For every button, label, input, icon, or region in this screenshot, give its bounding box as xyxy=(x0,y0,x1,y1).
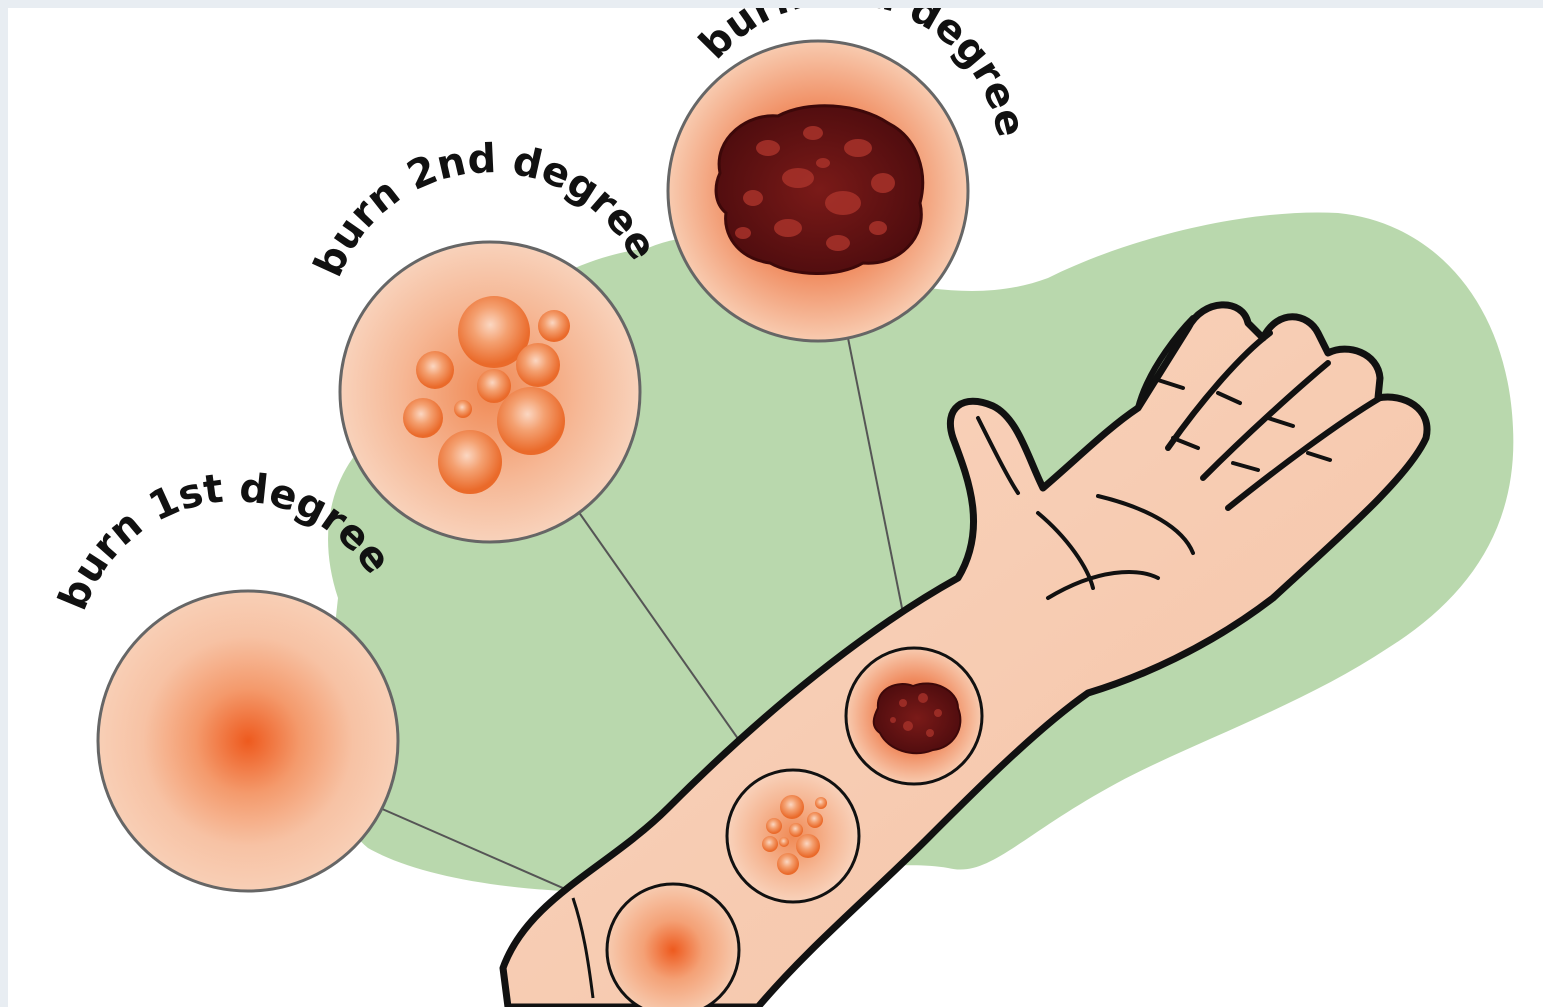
illustration-canvas: burn 1st degree burn 2nd degree burn 3rd… xyxy=(8,8,1543,1007)
third-degree-circle xyxy=(668,41,968,341)
first-degree-circle xyxy=(98,591,398,891)
arm-burn-first xyxy=(607,884,739,1007)
arm-burn-third xyxy=(846,648,982,784)
arm-burn-second xyxy=(727,770,859,902)
burn-degrees-illustration: burn 1st degree burn 2nd degree burn 3rd… xyxy=(8,8,1543,1007)
second-degree-circle xyxy=(340,242,640,542)
